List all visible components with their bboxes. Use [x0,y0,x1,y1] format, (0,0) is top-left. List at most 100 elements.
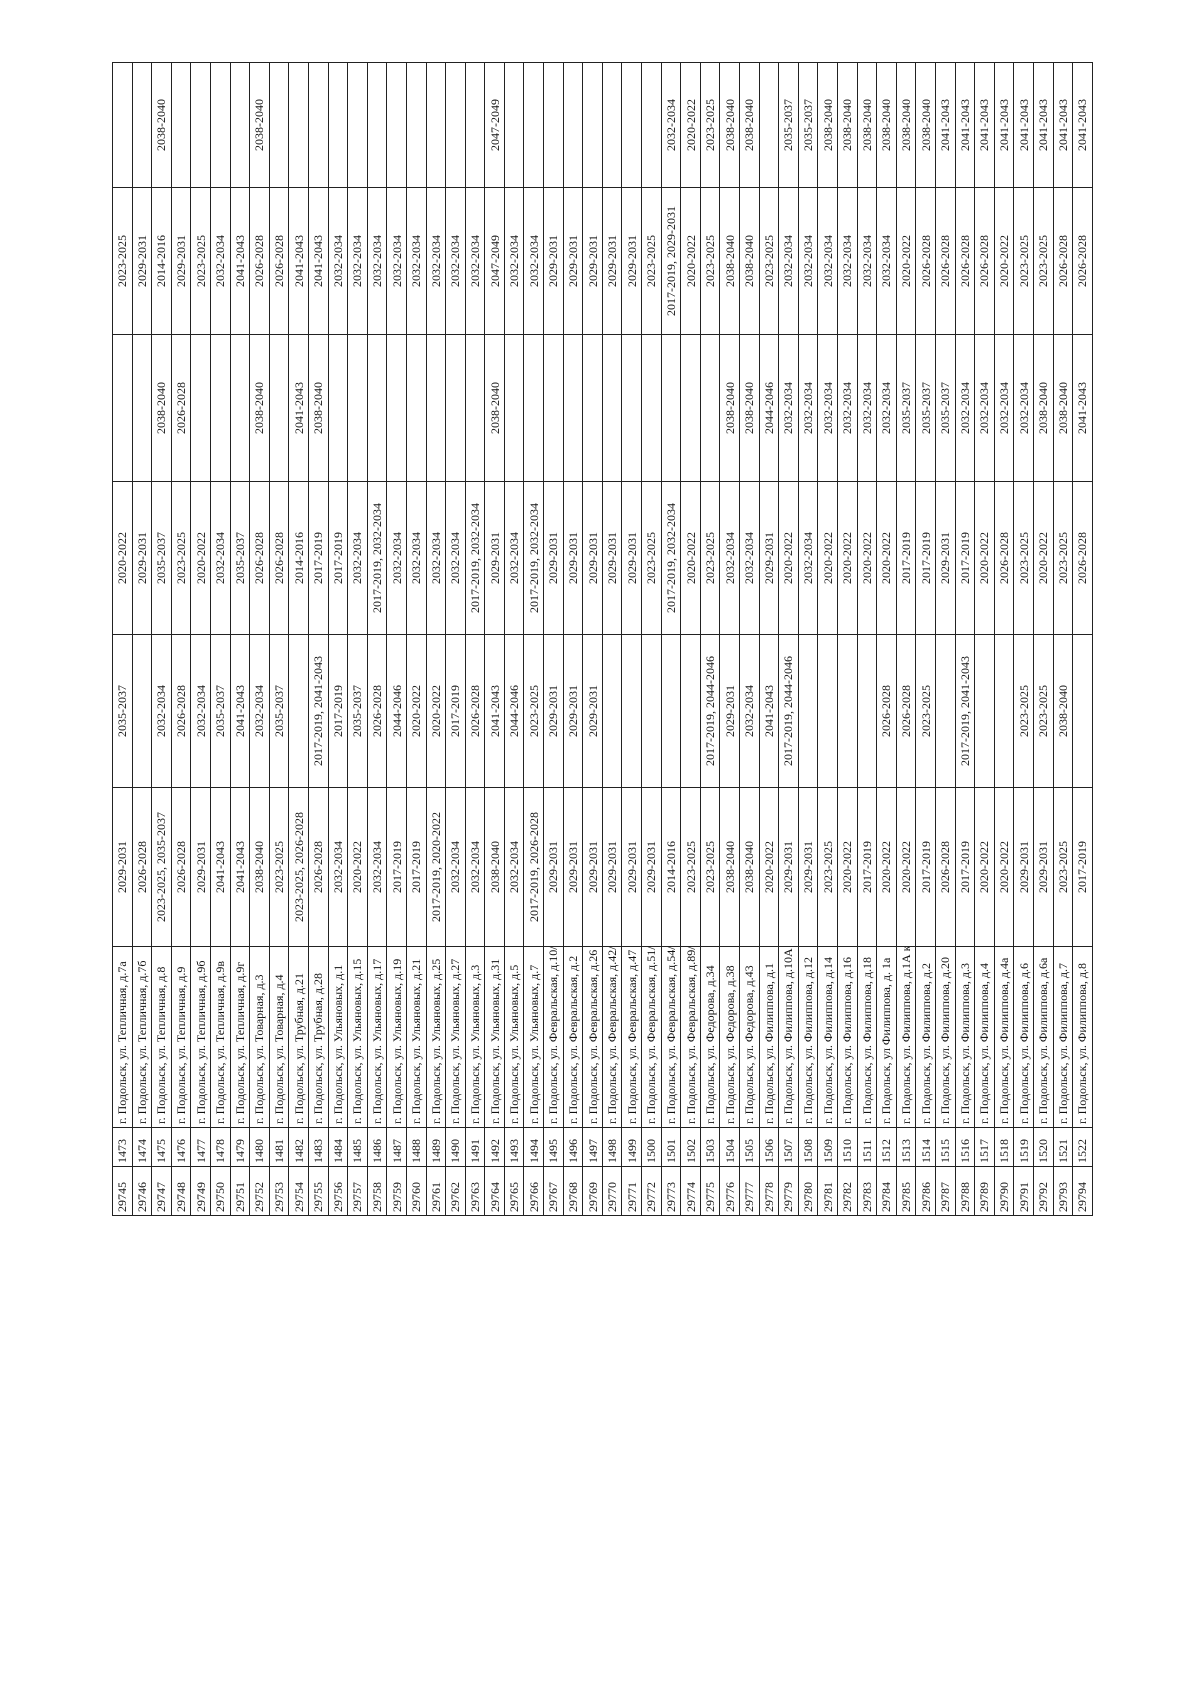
period-cell-1: 2014-2016 [661,787,681,947]
period-cell-3: 2023-2025 [171,481,191,635]
period-cell-1: 2023-2025 [680,787,701,947]
period-cell-2: 2029-2031 [719,634,740,788]
period-cell-5: 2032-2034 [778,187,799,335]
row-number-cell: 1474 [132,1127,152,1167]
address-cell: г. Подольск, ул. Филиппова, д.8 [1072,946,1093,1128]
period-cell-2: 2029-2031 [582,634,603,788]
row-id-cell: 29776 [719,1166,740,1216]
period-cell-4 [230,334,250,482]
period-cell-4: 2038-2040 [484,334,505,482]
period-cell-4 [210,334,231,482]
row-id-cell: 29774 [680,1166,701,1216]
period-cell-5: 2029-2031 [582,187,603,335]
period-cell-3: 2023-2025 [700,481,720,635]
period-cell-2 [621,634,642,788]
address-cell: г. Подольск, ул. Февральская, д.26 [582,946,603,1128]
period-cell-4 [328,334,348,482]
row-id-cell: 29756 [328,1166,348,1216]
row-id-cell: 29772 [641,1166,662,1216]
row-id-cell: 29778 [759,1166,779,1216]
address-cell: г. Подольск, ул. Филиппова, д.1 [759,946,779,1128]
period-cell-4: 2026-2028 [171,334,191,482]
address-cell: г. Подольск, ул. Трубная, д.28 [308,946,329,1128]
period-cell-5: 2023-2025 [641,187,662,335]
row-id-cell: 29766 [523,1166,544,1216]
period-cell-2: 2029-2031 [563,634,583,788]
period-cell-3: 2023-2025 [1013,481,1034,635]
period-cell-6 [230,62,250,188]
period-cell-3: 2020-2022 [1033,481,1053,635]
period-cell-3: 2029-2031 [759,481,779,635]
address-cell: г. Подольск, ул. Филиппова, д.14 [817,946,838,1128]
row-id-cell: 29792 [1033,1166,1053,1216]
row-number-cell: 1476 [171,1127,191,1167]
period-cell-1: 2032-2034 [504,787,524,947]
row-id-cell: 29749 [190,1166,211,1216]
period-cell-5: 2026-2028 [915,187,936,335]
period-cell-2: 2035-2037 [210,634,231,788]
period-cell-5: 2032-2034 [406,187,426,335]
address-cell: г. Подольск, ул. Февральская, д.47 [621,946,642,1128]
row-number-cell: 1519 [1013,1127,1034,1167]
period-cell-5: 2023-2025 [759,187,779,335]
row-number-cell: 1482 [288,1127,309,1167]
row-number-cell: 1510 [837,1127,858,1167]
row-number-cell: 1490 [445,1127,466,1167]
period-cell-4 [465,334,485,482]
period-cell-3: 2020-2022 [112,481,133,635]
address-cell: г. Подольск, ул. Тепличная, д.9б [190,946,211,1128]
address-cell: г. Подольск, ул. Филиппова, д.6 [1013,946,1034,1128]
period-cell-4: 2032-2034 [876,334,897,482]
period-cell-1: 2020-2022 [759,787,779,947]
period-cell-3: 2029-2031 [602,481,622,635]
period-cell-1: 2026-2028 [171,787,191,947]
period-cell-3: 2020-2022 [817,481,838,635]
address-cell: г. Подольск, ул. Ульяновых, д.17 [367,946,387,1128]
period-cell-3: 2026-2028 [269,481,289,635]
period-cell-5: 2032-2034 [523,187,544,335]
period-cell-5: 2032-2034 [798,187,818,335]
period-cell-2: 2032-2034 [739,634,760,788]
period-cell-2: 2026-2028 [171,634,191,788]
period-cell-6: 2038-2040 [915,62,936,188]
period-cell-6 [582,62,603,188]
period-cell-3: 2032-2034 [210,481,231,635]
period-cell-5: 2047-2049 [484,187,505,335]
period-cell-5: 2032-2034 [876,187,897,335]
row-number-cell: 1503 [700,1127,720,1167]
row-id-cell: 29787 [935,1166,956,1216]
row-number-cell: 1512 [876,1127,897,1167]
period-cell-6 [465,62,485,188]
period-cell-2: 2017-2019, 2041-2043 [955,634,975,788]
period-cell-4: 2038-2040 [739,334,760,482]
period-cell-5: 2026-2028 [974,187,995,335]
row-number-cell: 1522 [1072,1127,1093,1167]
period-cell-4: 2038-2040 [308,334,329,482]
address-cell: г. Подольск, ул. Февральская, д.54/150 [661,946,681,1128]
period-cell-5: 2023-2025 [1033,187,1053,335]
address-cell: г. Подольск, ул. Ульяновых, д.7 [523,946,544,1128]
period-cell-6: 2041-2043 [1033,62,1053,188]
period-cell-1: 2023-2025 [1053,787,1073,947]
period-cell-2 [974,634,995,788]
row-number-cell: 1515 [935,1127,956,1167]
period-cell-3: 2029-2031 [621,481,642,635]
period-cell-2: 2020-2022 [426,634,446,788]
period-cell-6 [426,62,446,188]
row-number-cell: 1518 [994,1127,1014,1167]
address-cell: г. Подольск, ул. Филиппова, д.2 [915,946,936,1128]
